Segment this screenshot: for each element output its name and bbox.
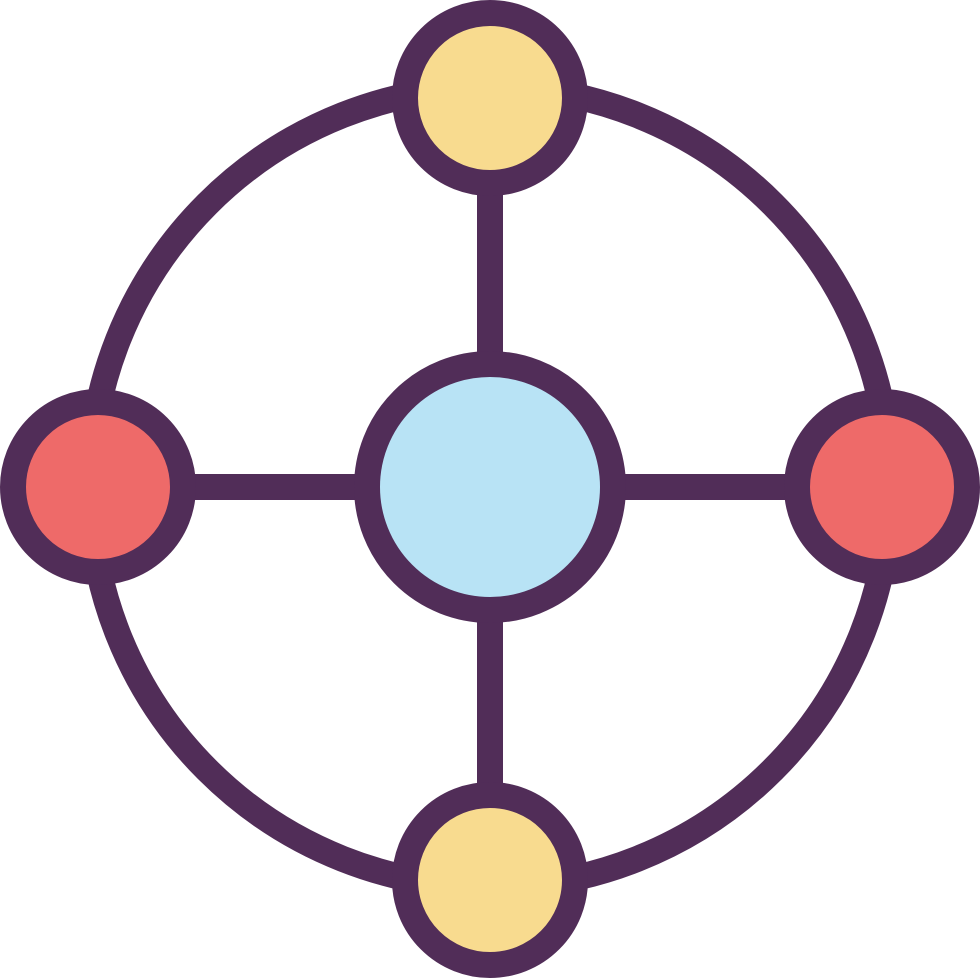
- right-node: [784, 389, 980, 585]
- top-node: [392, 0, 588, 196]
- center-node: [354, 351, 626, 623]
- bottom-node: [392, 782, 588, 978]
- left-node: [0, 389, 196, 585]
